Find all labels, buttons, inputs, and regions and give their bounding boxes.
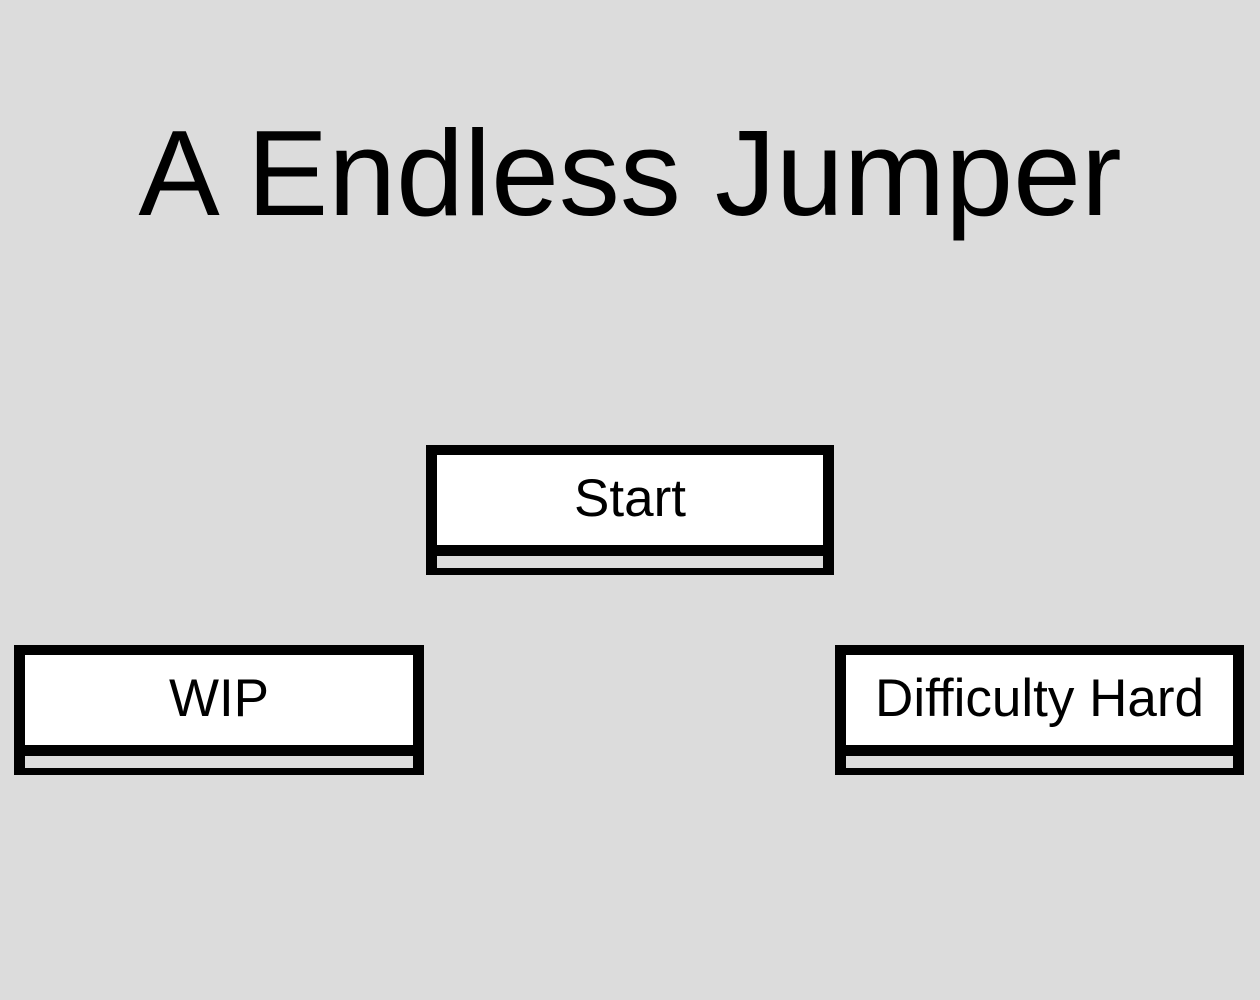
difficulty-button[interactable]: Difficulty Hard [835, 645, 1244, 775]
difficulty-button-strip [846, 756, 1233, 768]
wip-button-face: WIP [25, 655, 413, 745]
start-button-face: Start [437, 455, 823, 545]
wip-button-label: WIP [168, 669, 270, 728]
difficulty-button-label: Difficulty Hard [875, 669, 1204, 728]
start-button-divider [437, 545, 823, 556]
difficulty-button-face: Difficulty Hard [846, 655, 1233, 745]
wip-button-strip [25, 756, 413, 768]
start-button-strip [437, 556, 823, 568]
start-button[interactable]: Start [426, 445, 834, 575]
page-title: A Endless Jumper [138, 105, 1122, 241]
wip-button[interactable]: WIP [14, 645, 424, 775]
start-button-label: Start [574, 469, 686, 528]
wip-button-divider [25, 745, 413, 756]
difficulty-button-divider [846, 745, 1233, 756]
